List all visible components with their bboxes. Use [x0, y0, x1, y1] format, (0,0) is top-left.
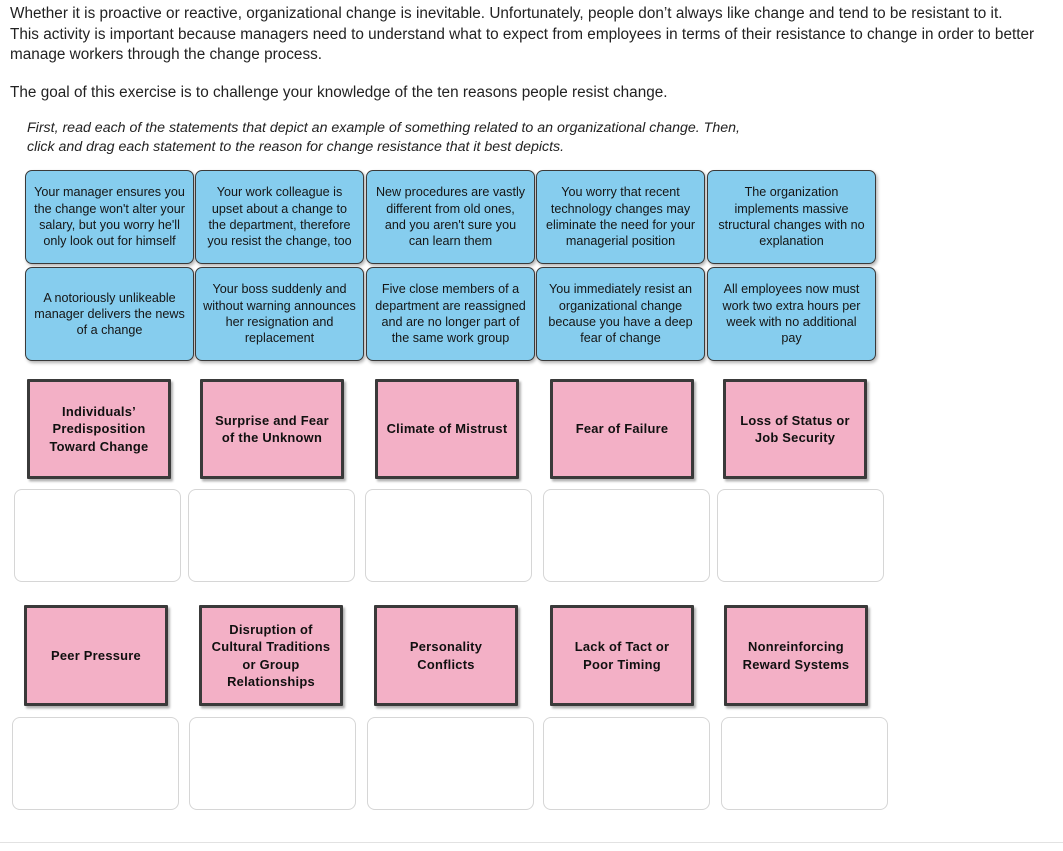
statement-card[interactable]: You immediately resist an organizational… [536, 267, 705, 361]
category-card[interactable]: Individuals’ Predisposition Toward Chang… [27, 379, 171, 479]
drop-zone[interactable] [189, 717, 356, 810]
statement-card[interactable]: A notoriously unlikeable manager deliver… [25, 267, 194, 361]
statement-card-label: You immediately resist an organizational… [548, 282, 693, 346]
statement-card-label: Your boss suddenly and without warning a… [203, 282, 356, 346]
drop-zone[interactable] [365, 489, 532, 582]
category-card[interactable]: Loss of Status or Job Security [723, 379, 867, 479]
drop-zone[interactable] [367, 717, 534, 810]
category-card[interactable]: Disruption of Cultural Traditions or Gro… [199, 605, 343, 706]
category-card-label: Disruption of Cultural Traditions or Gro… [211, 621, 331, 690]
category-card-label: Loss of Status or Job Security [740, 412, 850, 446]
drop-zone[interactable] [188, 489, 355, 582]
category-card[interactable]: Climate of Mistrust [375, 379, 519, 479]
statement-card[interactable]: Your manager ensures you the change won'… [25, 170, 194, 264]
category-card-label: Climate of Mistrust [386, 421, 508, 437]
category-card-label: Lack of Tact or Poor Timing [574, 639, 670, 672]
category-card[interactable]: Lack of Tact or Poor Timing [550, 605, 694, 706]
statement-card-label: Five close members of a department are r… [375, 282, 526, 346]
statement-card[interactable]: Five close members of a department are r… [366, 267, 535, 361]
statement-card[interactable]: All employees now must work two extra ho… [707, 267, 876, 361]
category-card[interactable]: Nonreinforcing Reward Systems [724, 605, 868, 706]
category-card-label: Surprise and Fear of the Unknown [215, 412, 329, 446]
statement-card[interactable]: Your boss suddenly and without warning a… [195, 267, 364, 361]
category-card-label: Peer Pressure [51, 647, 141, 663]
statement-card-label: Your work colleague is upset about a cha… [207, 185, 352, 249]
category-card-label: Personality Conflicts [409, 639, 483, 672]
page-bottom-divider [0, 842, 1063, 843]
statement-card-label: All employees now must work two extra ho… [722, 282, 861, 346]
drop-zone[interactable] [543, 489, 710, 582]
intro-paragraph-1: Whether it is proactive or reactive, org… [10, 5, 1035, 63]
exercise-introduction: Whether it is proactive or reactive, org… [10, 4, 1040, 156]
category-card-label: Individuals’ Predisposition Toward Chang… [49, 403, 149, 454]
category-card[interactable]: Fear of Failure [550, 379, 694, 479]
drop-zone[interactable] [717, 489, 884, 582]
statement-card[interactable]: The organization implements massive stru… [707, 170, 876, 264]
instruction-line-2: click and drag each statement to the rea… [27, 138, 565, 155]
category-card[interactable]: Peer Pressure [24, 605, 168, 706]
category-card-label: Nonreinforcing Reward Systems [742, 639, 850, 672]
category-card-label: Fear of Failure [575, 421, 669, 437]
exercise-instructions: First, read each of the statements that … [27, 119, 907, 156]
statement-card-label: New procedures are vastly different from… [375, 185, 526, 249]
statement-card[interactable]: New procedures are vastly different from… [366, 170, 535, 264]
instruction-line-1: First, read each of the statements that … [27, 120, 740, 136]
intro-paragraph-2: The goal of this exercise is to challeng… [10, 83, 668, 101]
category-card[interactable]: Personality Conflicts [374, 605, 518, 706]
statement-card-label: A notoriously unlikeable manager deliver… [34, 290, 185, 338]
statement-card-label: The organization implements massive stru… [718, 185, 865, 249]
statement-card[interactable]: You worry that recent technology changes… [536, 170, 705, 264]
statement-card-label: You worry that recent technology changes… [545, 185, 696, 249]
drop-zone[interactable] [12, 717, 179, 810]
drop-zone[interactable] [14, 489, 181, 582]
category-card[interactable]: Surprise and Fear of the Unknown [200, 379, 344, 479]
drop-zone[interactable] [543, 717, 710, 810]
drop-zone[interactable] [721, 717, 888, 810]
statement-card[interactable]: Your work colleague is upset about a cha… [195, 170, 364, 264]
statement-card-label: Your manager ensures you the change won'… [34, 185, 185, 249]
